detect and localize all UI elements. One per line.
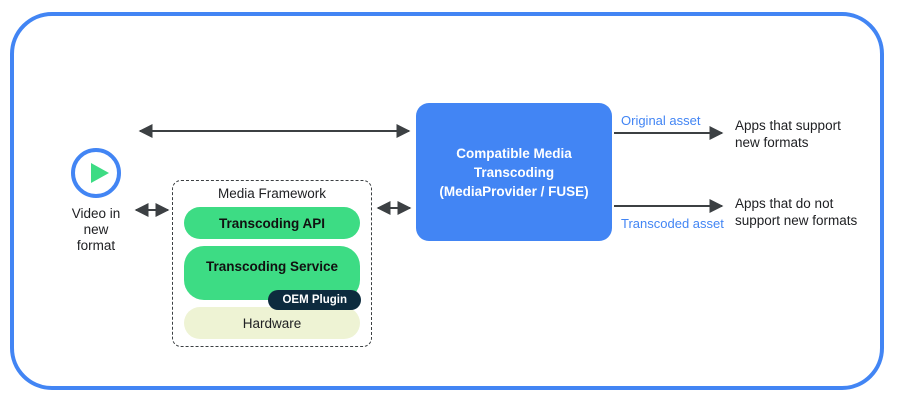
media-framework-title: Media Framework (217, 186, 327, 201)
video-source-caption: Video in new format (71, 206, 121, 253)
apps-nonsupporting-label: Apps that do not support new formats (735, 196, 858, 228)
video-source-group: Video in new format (46, 148, 146, 254)
play-triangle-icon (91, 163, 109, 183)
layer-transcoding-service[interactable]: Transcoding Service OEM Plugin (184, 246, 361, 310)
media-framework-stack: Transcoding API Transcoding Service OEM … (184, 207, 361, 339)
layer-transcoding-service-label: Transcoding Service (205, 259, 339, 274)
apps-supporting-label: Apps that support new formats (735, 118, 841, 150)
compatible-media-transcoding-box[interactable]: Compatible Media Transcoding (MediaProvi… (416, 103, 612, 241)
outer-frame (10, 12, 884, 390)
original-asset-label: Original asset (621, 113, 701, 128)
layer-transcoding-api[interactable]: Transcoding API (184, 207, 360, 239)
oem-plugin-badge: OEM Plugin (268, 290, 361, 310)
media-framework-container: Media Framework Transcoding API Transcod… (172, 180, 372, 347)
transcoded-asset-label: Transcoded asset (621, 216, 724, 231)
play-circle-icon (71, 148, 121, 198)
layer-hardware[interactable]: Hardware (184, 307, 360, 339)
